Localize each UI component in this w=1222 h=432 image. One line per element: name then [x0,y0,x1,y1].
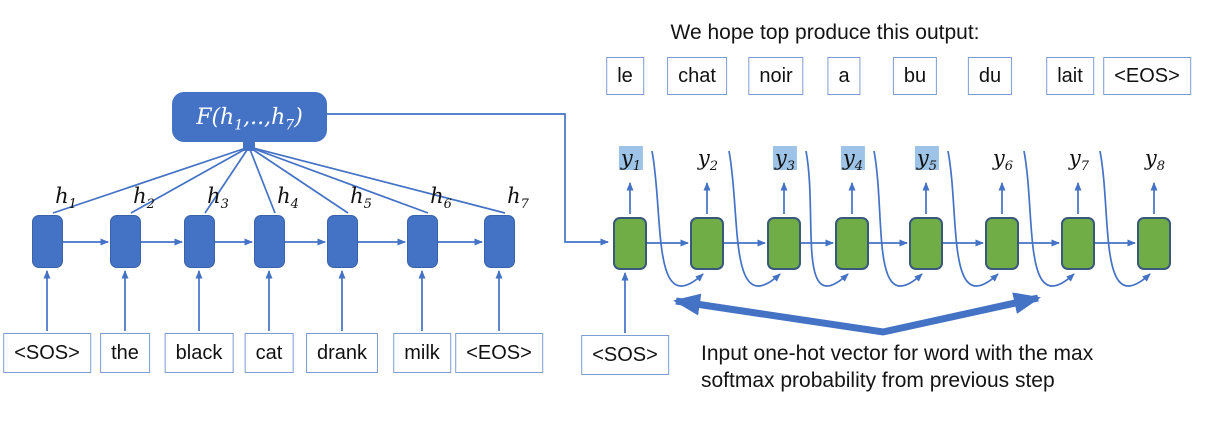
encoder-cell-5 [326,215,358,268]
target-word-box: du [967,57,1013,95]
fan-lines [52,141,506,214]
hidden-state-label-h4: h4 [277,184,299,213]
encoder-input-box: <SOS> [3,333,91,373]
one-hot-range-arrow [673,292,1041,336]
hidden-state-label-h7: h7 [507,184,529,213]
hidden-state-label-h6: h6 [430,184,452,213]
decoder-output-label-y7: y7 [1068,146,1090,175]
decoder-output-arrows [626,182,1158,214]
hidden-state-label-h1: h1 [55,184,77,213]
encoder-cell-3 [183,215,215,268]
hidden-state-label-h3: h3 [207,184,229,213]
context-function-box: F(h1,..,h7) [172,92,327,142]
decoder-goal-title: We hope top produce this output: [670,21,980,44]
encoder-input-box: <EOS> [455,333,543,373]
target-word-box: a [827,57,861,95]
target-word-box: noir [748,57,804,95]
encoder-input-arrows [43,270,503,331]
decoder-cell-3 [767,217,801,270]
decoder-cell-6 [985,217,1019,270]
target-word-box: le [606,57,644,95]
one-hot-caption-line1: Input one-hot vector for word with the m… [701,342,1094,365]
hidden-state-label-h2: h2 [133,184,155,213]
decoder-cell-1 [613,217,647,270]
context-function-label: F(h1,..,h7) [196,104,303,133]
hidden-state-label-h5: h5 [350,184,372,213]
encoder-input-box: drank [305,333,379,373]
encoder-input-box: cat [244,333,294,373]
encoder-input-box: black [164,333,234,373]
encoder-cell-6 [406,215,438,268]
decoder-output-label-y5: y5 [914,146,940,175]
decoder-output-label-y1: y1 [618,146,644,175]
one-hot-caption: Input one-hot vector for word with the m… [701,340,1093,394]
decoder-cell-5 [909,217,943,270]
decoder-cell-4 [835,217,869,270]
decoder-output-label-y8: y8 [1144,146,1166,175]
encoder-cell-7 [483,215,515,268]
decoder-output-label-y2: y2 [697,146,719,175]
encoder-input-box: milk [393,333,451,373]
encoder-cell-2 [109,215,141,268]
one-hot-caption-line2: softmax probability from previous step [701,369,1055,392]
target-word-box: <EOS> [1103,57,1191,95]
decoder-output-label-y6: y6 [992,146,1014,175]
feedback-curves [651,150,1151,287]
target-word-box: chat [667,57,727,95]
decoder-cell-2 [690,217,724,270]
encoder-cell-1 [31,215,63,268]
decoder-cell-7 [1061,217,1095,270]
target-word-box: bu [892,57,938,95]
decoder-output-label-y4: y4 [840,146,866,175]
target-word-box: lait [1046,57,1094,95]
decoder-cell-8 [1137,217,1171,270]
decoder-output-label-y3: y3 [772,146,798,175]
context-connector [327,113,609,246]
decoder-start-box: <SOS> [581,335,669,375]
encoder-input-box: the [100,333,150,373]
encoder-cell-4 [253,215,285,268]
